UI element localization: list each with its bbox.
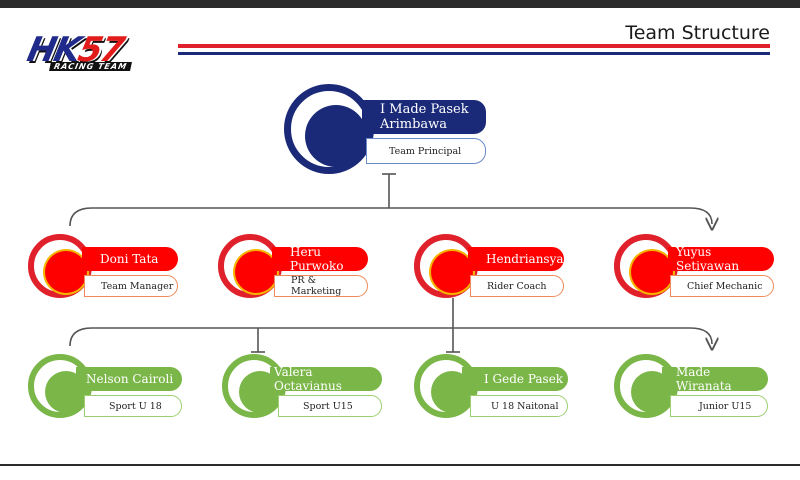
node-role: Junior U15	[670, 395, 768, 417]
avatar-placeholder	[305, 105, 367, 167]
connector-lines	[69, 173, 800, 353]
node-name: Heru Purwoko	[272, 245, 368, 273]
org-chart-slide: HK57 RACING TEAM Team Structure I Made P…	[0, 8, 800, 464]
node-role: Team Principal	[366, 138, 486, 164]
node-name: Hendriansyah	[468, 247, 571, 271]
node-role: Sport U15	[278, 395, 382, 417]
avatar-placeholder	[431, 251, 473, 293]
node-name: Made Wiranata	[662, 365, 768, 393]
avatar-placeholder	[235, 251, 277, 293]
node-role: Team Manager	[84, 275, 178, 297]
node-name: Yuyus Setiyawan	[668, 245, 774, 273]
name-line-2: Arimbawa	[380, 117, 448, 132]
node-name: Doni Tata	[82, 247, 178, 271]
page-title: Team Structure	[625, 22, 770, 44]
node-name: Valera Octavianus	[270, 365, 382, 393]
node-name: I Gede Pasek	[462, 367, 568, 391]
node-role: Sport U 18	[84, 395, 182, 417]
node-role: Chief Mechanic	[670, 275, 774, 297]
node-role: U 18 Naitonal	[470, 395, 568, 417]
connector-manager-bus	[69, 207, 712, 226]
avatar-ring	[284, 84, 374, 174]
node-role: Rider Coach	[470, 275, 564, 297]
header-red-stripe	[178, 44, 770, 48]
name-line-1: I Made Pasek	[380, 102, 469, 117]
node-name: Nelson Cairoli	[76, 367, 182, 391]
avatar-placeholder	[631, 251, 673, 293]
node-role: PR & Marketing	[274, 275, 368, 297]
header-blue-stripe	[178, 52, 770, 55]
connector-rider-bus	[69, 327, 712, 346]
avatar-ring	[614, 234, 678, 298]
bottom-strip	[0, 464, 800, 480]
avatar-placeholder	[45, 251, 87, 293]
